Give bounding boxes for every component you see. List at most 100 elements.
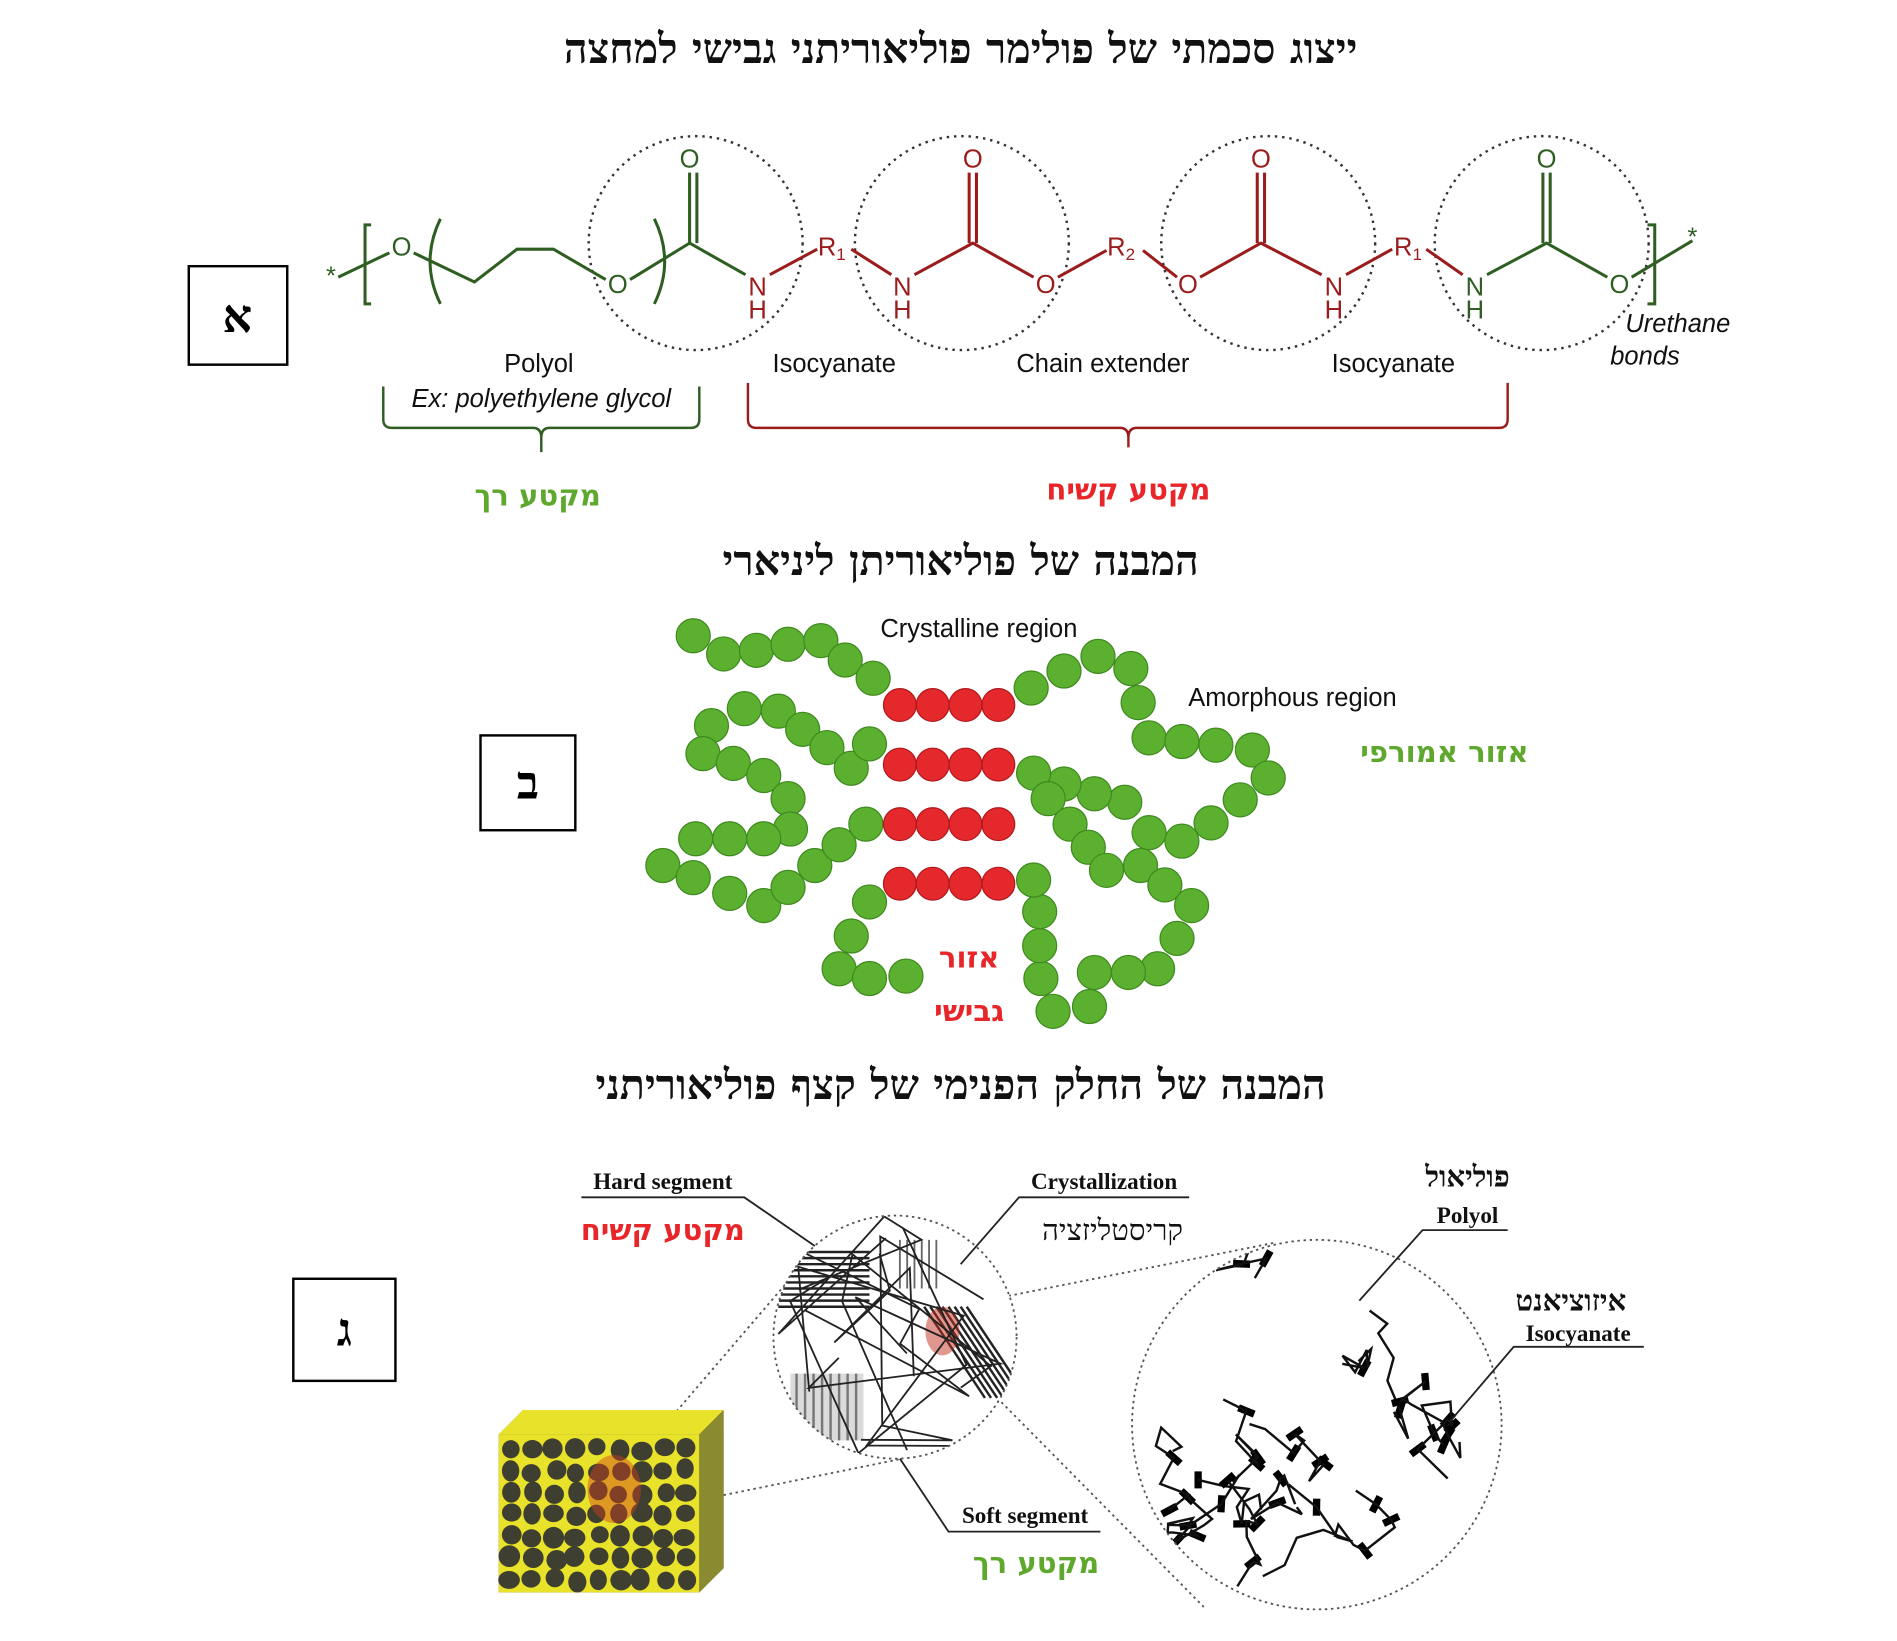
panel-letter: ג: [337, 1303, 352, 1357]
foam-cell: [545, 1568, 565, 1588]
amorphous-bead: [797, 847, 833, 884]
amorphous-bead: [827, 642, 863, 678]
panel-frame: [292, 1277, 397, 1383]
foam-cell: [631, 1461, 653, 1483]
amorphous-bead: [1131, 720, 1167, 756]
amorphous-bead: [1015, 862, 1052, 898]
polyol-chain: [1341, 1345, 1374, 1375]
foam-cell: [564, 1438, 586, 1459]
crystalline-bead: [915, 688, 950, 723]
soft-segment-chain: [860, 1234, 984, 1442]
atom-h: H: [893, 296, 911, 324]
crystalline-bead: [915, 807, 950, 842]
foam-cell: [521, 1529, 542, 1548]
hard-segment-label-he: מקטע קשיח: [581, 1213, 745, 1247]
atom-r1: R1: [1394, 233, 1422, 264]
foam-cell: [542, 1438, 563, 1459]
amorphous-bead: [1120, 684, 1156, 721]
crystalline-bead: [948, 747, 983, 782]
amorphous-bead: [746, 757, 782, 794]
foam-cell: [630, 1568, 650, 1591]
polyol-chain: [1399, 1380, 1462, 1459]
atom-r2: R2: [1107, 233, 1135, 264]
soft-segment-label-he: מקטע רך: [973, 1546, 1099, 1580]
amorphous-bead: [1076, 776, 1112, 812]
foam-cell: [501, 1460, 520, 1482]
crystalline-bead: [948, 866, 983, 901]
polyol-chain: [1132, 1262, 1142, 1331]
foam-cell: [498, 1570, 520, 1589]
label-isocyanate: Isocyanate: [1332, 350, 1455, 378]
atom-n: N: [1466, 273, 1484, 301]
atom-n: N: [748, 273, 766, 301]
foam-cell: [631, 1441, 653, 1461]
foam-cell: [522, 1439, 543, 1459]
amorphous-bead: [888, 958, 924, 994]
polyol-chain: [1222, 1398, 1260, 1483]
foam-cell: [653, 1528, 674, 1548]
amorphous-bead: [1173, 887, 1210, 924]
label-amorphous-region: Amorphous region: [1188, 684, 1397, 712]
foam-cell: [566, 1463, 584, 1483]
amorphous-bead: [1250, 760, 1286, 796]
foam-cell: [547, 1460, 567, 1480]
amorphous-bead: [770, 869, 806, 905]
soft-segment-label-he: מקטע רך: [474, 479, 600, 513]
amorphous-bead: [851, 726, 888, 762]
amorphous-bead: [645, 847, 681, 884]
label-polyol: Polyol: [1437, 1202, 1499, 1228]
foam-cell: [611, 1547, 630, 1569]
atom-o: O: [963, 146, 983, 174]
polyol-chain: [1226, 1479, 1263, 1588]
crystalline-bead: [981, 866, 1016, 901]
amorphous-bead: [715, 745, 751, 781]
amorphous-bead: [1046, 653, 1082, 689]
title-section-c: המבנה של החלק הפנימי של קצף פוליאוריתני: [595, 1060, 1325, 1109]
polyol-chain: [1215, 1239, 1269, 1279]
amorphous-bead: [1071, 988, 1108, 1025]
atom-o: O: [1537, 146, 1557, 174]
hard-segment-stripe: [965, 1306, 1017, 1399]
hard-segment-stripe: [953, 1306, 1017, 1399]
cube-side: [699, 1410, 724, 1593]
crystalline-bead: [882, 866, 917, 901]
title-section-b: המבנה של פוליאוריתן ליניארי: [722, 536, 1198, 585]
atom-h: H: [1466, 296, 1484, 324]
polyol-chain: [1197, 1478, 1263, 1525]
foam-cell: [610, 1570, 632, 1591]
amorphous-bead: [1122, 847, 1159, 884]
polyol-chain: [1333, 1489, 1397, 1553]
foam-cell: [656, 1547, 676, 1567]
amorphous-bead: [1107, 784, 1143, 820]
foam-cell: [521, 1570, 541, 1588]
polyol-chain: [1250, 1473, 1303, 1521]
foam-cell: [654, 1438, 675, 1457]
panel-frame: [187, 264, 289, 366]
label-crystalline-region: Crystalline region: [880, 615, 1077, 643]
crystallization-label-he: קריסטליזציה: [1042, 1213, 1183, 1247]
label-isocyanate: Isocyanate: [773, 350, 896, 378]
atom-h: H: [1325, 296, 1343, 324]
foam-cell: [610, 1503, 628, 1524]
atom-o: O: [680, 146, 700, 174]
atom-o: O: [1251, 146, 1271, 174]
atom-n: N: [1325, 273, 1343, 301]
amorphous-bead: [738, 632, 775, 668]
amorphous-bead: [1022, 894, 1058, 930]
crystalline-bead: [981, 747, 1016, 782]
amorphous-bead: [1198, 727, 1234, 763]
foam-cell: [653, 1462, 672, 1480]
foam-cell: [631, 1547, 653, 1569]
foam-cell: [589, 1569, 607, 1591]
foam-cell: [631, 1502, 653, 1523]
cube-top: [498, 1410, 724, 1435]
crystalline-bead: [882, 688, 917, 723]
foam-cell: [676, 1437, 696, 1458]
amorphous-bead: [760, 693, 796, 729]
foam-cell: [523, 1503, 541, 1525]
foam-cell: [673, 1528, 695, 1547]
foam-cell: [568, 1481, 586, 1504]
polyol-chain: [1249, 1422, 1326, 1482]
polyol-label-he: פוליאול: [1424, 1159, 1509, 1193]
soft-segment-brace: [382, 386, 701, 453]
